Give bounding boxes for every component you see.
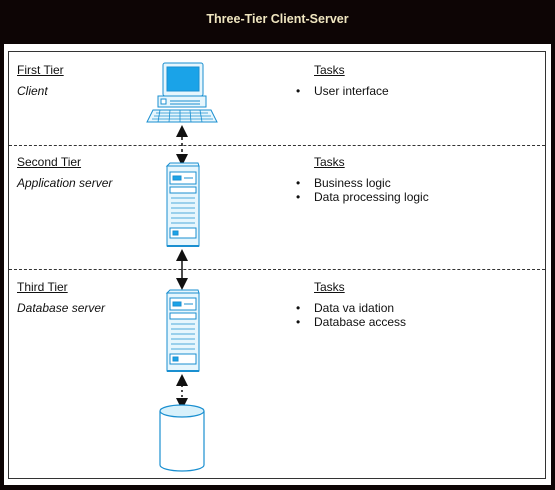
server-tower-icon — [165, 162, 200, 247]
database-cylinder-icon — [159, 404, 205, 472]
tier-1-tasks-heading: Tasks — [314, 63, 345, 77]
tier-3-task-item: Data va idation — [296, 301, 394, 315]
tier-divider-1 — [9, 145, 545, 146]
tier-divider-2 — [9, 269, 545, 270]
server-tower-icon — [165, 289, 200, 372]
title-bar: Three-Tier Client-Server — [0, 0, 555, 40]
tier-2-name: Second Tier — [17, 155, 82, 169]
diagram-title: Three-Tier Client-Server — [206, 12, 349, 26]
tier-3-task-item: Database access — [296, 315, 406, 329]
tier-3-name: Third Tier — [17, 280, 68, 294]
tier-1-task-item: User interface — [296, 84, 389, 98]
tier-2-task-item: Business logic — [296, 176, 391, 190]
tier-3-tasks-heading: Tasks — [314, 280, 345, 294]
tier-2-role: Application server — [17, 176, 113, 190]
tier-1-name: First Tier — [17, 63, 64, 77]
desktop-computer-icon — [146, 62, 218, 123]
diagram-frame — [8, 51, 546, 479]
diagram-panel — [4, 44, 551, 485]
tier-3-role: Database server — [17, 301, 106, 315]
tier-1-role: Client — [17, 84, 48, 98]
tier-2-task-item: Data processing logic — [296, 190, 429, 204]
tier-2-tasks-heading: Tasks — [314, 155, 345, 169]
